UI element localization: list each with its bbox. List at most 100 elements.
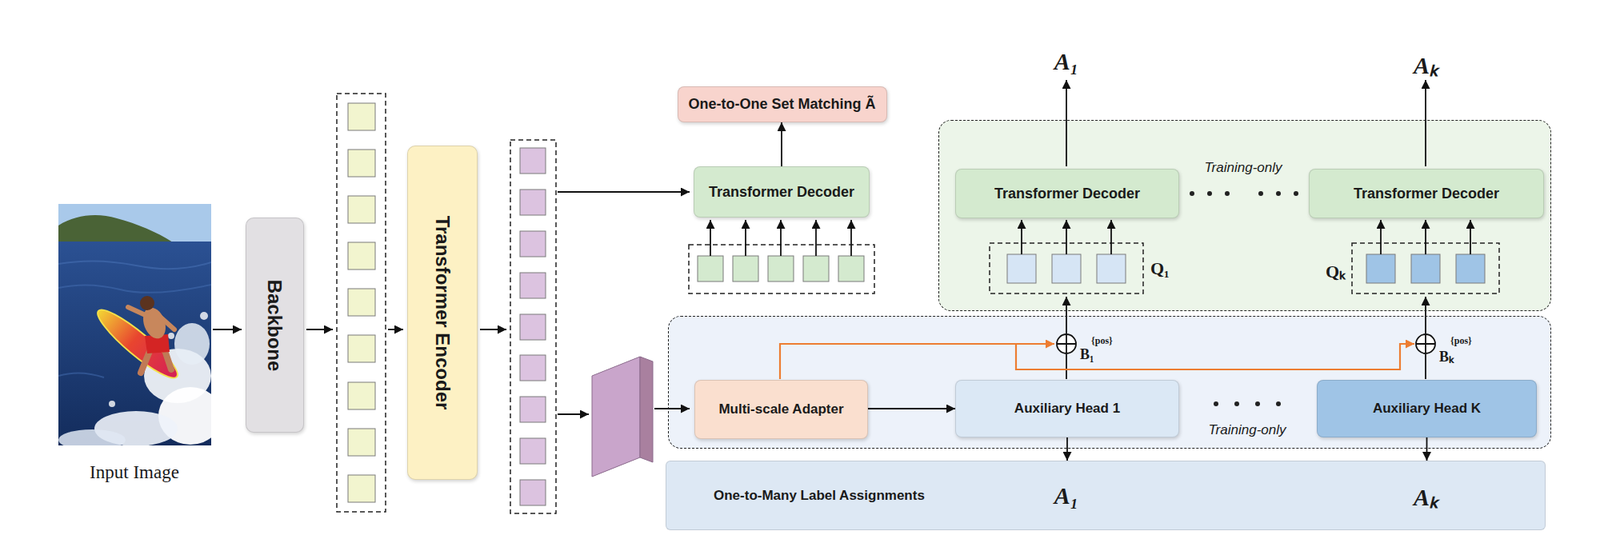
decoder-box: Transformer Decoder — [955, 168, 1180, 219]
matching-box: One-to-One Set Matching Ã — [677, 86, 888, 123]
flow-arrow — [557, 191, 690, 193]
token — [520, 148, 546, 174]
flow-line — [1065, 354, 1068, 380]
flow-arrow — [654, 408, 690, 410]
query — [1096, 254, 1126, 284]
query — [1007, 254, 1036, 284]
spray — [108, 400, 116, 408]
add-symbol — [1416, 334, 1436, 354]
surfboard — [91, 302, 184, 386]
query-group — [688, 244, 875, 294]
spray — [168, 332, 175, 340]
add-symbol — [1056, 334, 1076, 354]
token — [348, 382, 376, 410]
token-column — [510, 140, 556, 514]
query — [697, 256, 724, 282]
token — [520, 480, 546, 506]
token — [520, 314, 546, 340]
query-arrow — [1020, 220, 1023, 255]
flow-arrow — [306, 328, 333, 331]
region-ground — [938, 120, 1552, 312]
token — [348, 428, 376, 456]
flow-arrow — [780, 122, 783, 167]
wave — [58, 284, 212, 293]
box-label: Transformer Decoder — [708, 184, 855, 201]
box-label: Auxiliary Head K — [1372, 400, 1481, 417]
token — [348, 288, 376, 316]
decoder-box: Transformer Decoder — [693, 166, 870, 218]
query — [838, 256, 864, 282]
token — [348, 103, 376, 131]
query-arrow — [1065, 220, 1068, 255]
query-symbol: Qₖ — [1325, 258, 1346, 283]
adapter-box: Multi-scale Adapter — [694, 380, 868, 440]
training-region: Training-onlyTransformer Decoder Transfor… — [938, 120, 1552, 312]
query — [803, 256, 829, 282]
add-circle — [1416, 334, 1436, 354]
flow-arrow — [388, 328, 404, 331]
dot — [1213, 401, 1219, 407]
token — [520, 438, 546, 464]
dot — [1189, 191, 1195, 196]
add-cross — [1416, 334, 1436, 354]
query — [1411, 254, 1440, 284]
query — [1366, 254, 1396, 284]
flow-arrow — [1065, 296, 1068, 334]
surfer-arm — [160, 316, 175, 330]
token — [520, 355, 546, 381]
flow-line — [1424, 354, 1427, 380]
position-arrow — [780, 344, 1055, 380]
token-squares — [348, 103, 376, 503]
token — [520, 231, 546, 257]
query-squares — [1007, 254, 1126, 284]
output-symbol: Aₖ — [1413, 480, 1438, 513]
flow-arrow — [212, 328, 242, 331]
image-caption: Input Image — [89, 462, 180, 484]
token — [348, 475, 376, 503]
output-symbol: A₁ — [1054, 48, 1079, 76]
query-arrow — [1380, 220, 1382, 255]
token — [520, 396, 546, 423]
box-label: Transformer Decoder — [994, 185, 1140, 203]
dot — [1276, 191, 1281, 196]
decoder-box: Transformer Decoder — [1308, 168, 1544, 219]
region-note: Training-only — [1204, 160, 1282, 176]
token — [520, 189, 546, 216]
dot — [1224, 191, 1230, 196]
output-arrow — [1424, 80, 1427, 167]
add-cross — [1056, 334, 1076, 354]
token — [348, 196, 376, 224]
query-arrow — [1469, 220, 1472, 255]
token — [520, 272, 546, 299]
query-squares — [697, 256, 864, 282]
box-label: One-to-Many Label Assignments — [713, 488, 925, 504]
query-arrow — [744, 220, 747, 256]
query-symbol: Q₁ — [1150, 258, 1170, 280]
query — [732, 256, 759, 282]
region-ground — [668, 316, 1552, 449]
dot — [1234, 401, 1240, 407]
output-symbol: A₁ — [1054, 482, 1079, 510]
feature-map — [592, 356, 640, 477]
query-squares — [1366, 254, 1485, 284]
surfer-head — [140, 296, 155, 311]
splash — [174, 323, 210, 365]
dot — [1276, 401, 1281, 407]
dot — [1255, 401, 1260, 407]
wave — [58, 372, 104, 378]
flow-arrow — [868, 408, 956, 410]
output-arrow — [1065, 80, 1068, 167]
ellipsis — [1189, 191, 1299, 499]
query-arrow — [709, 220, 712, 256]
query-arrow — [815, 220, 817, 256]
dot — [1207, 191, 1212, 196]
query — [1456, 254, 1485, 284]
input-photo — [58, 204, 212, 446]
box-label: Backbone — [264, 279, 287, 372]
add-circle — [1056, 334, 1076, 354]
wave — [58, 260, 212, 269]
head-box: Auxiliary Head K — [1316, 380, 1537, 438]
token — [348, 149, 376, 177]
superscript: {pos} — [1091, 335, 1113, 348]
position-symbol: B₁ — [1080, 346, 1094, 364]
